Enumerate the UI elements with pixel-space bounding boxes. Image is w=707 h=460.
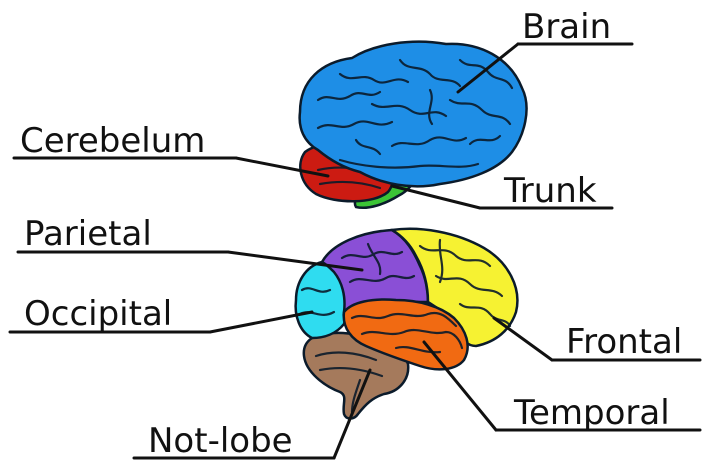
occipital-leader-line: [210, 312, 312, 332]
temporal-label: Temporal: [513, 393, 670, 433]
frontal-label: Frontal: [566, 322, 682, 362]
occipital-label: Occipital: [24, 294, 172, 334]
trunk-leader-line: [392, 186, 480, 208]
trunk-label: Trunk: [503, 171, 597, 211]
parietal-label: Parietal: [24, 214, 152, 254]
cerebelum-label: Cerebelum: [20, 121, 205, 161]
top-brain: [300, 42, 527, 208]
brain-label: Brain: [522, 7, 611, 47]
bottom-brain: [296, 229, 518, 419]
frontal-leader-line: [494, 318, 552, 360]
not-lobe-label: Not-lobe: [148, 421, 293, 460]
